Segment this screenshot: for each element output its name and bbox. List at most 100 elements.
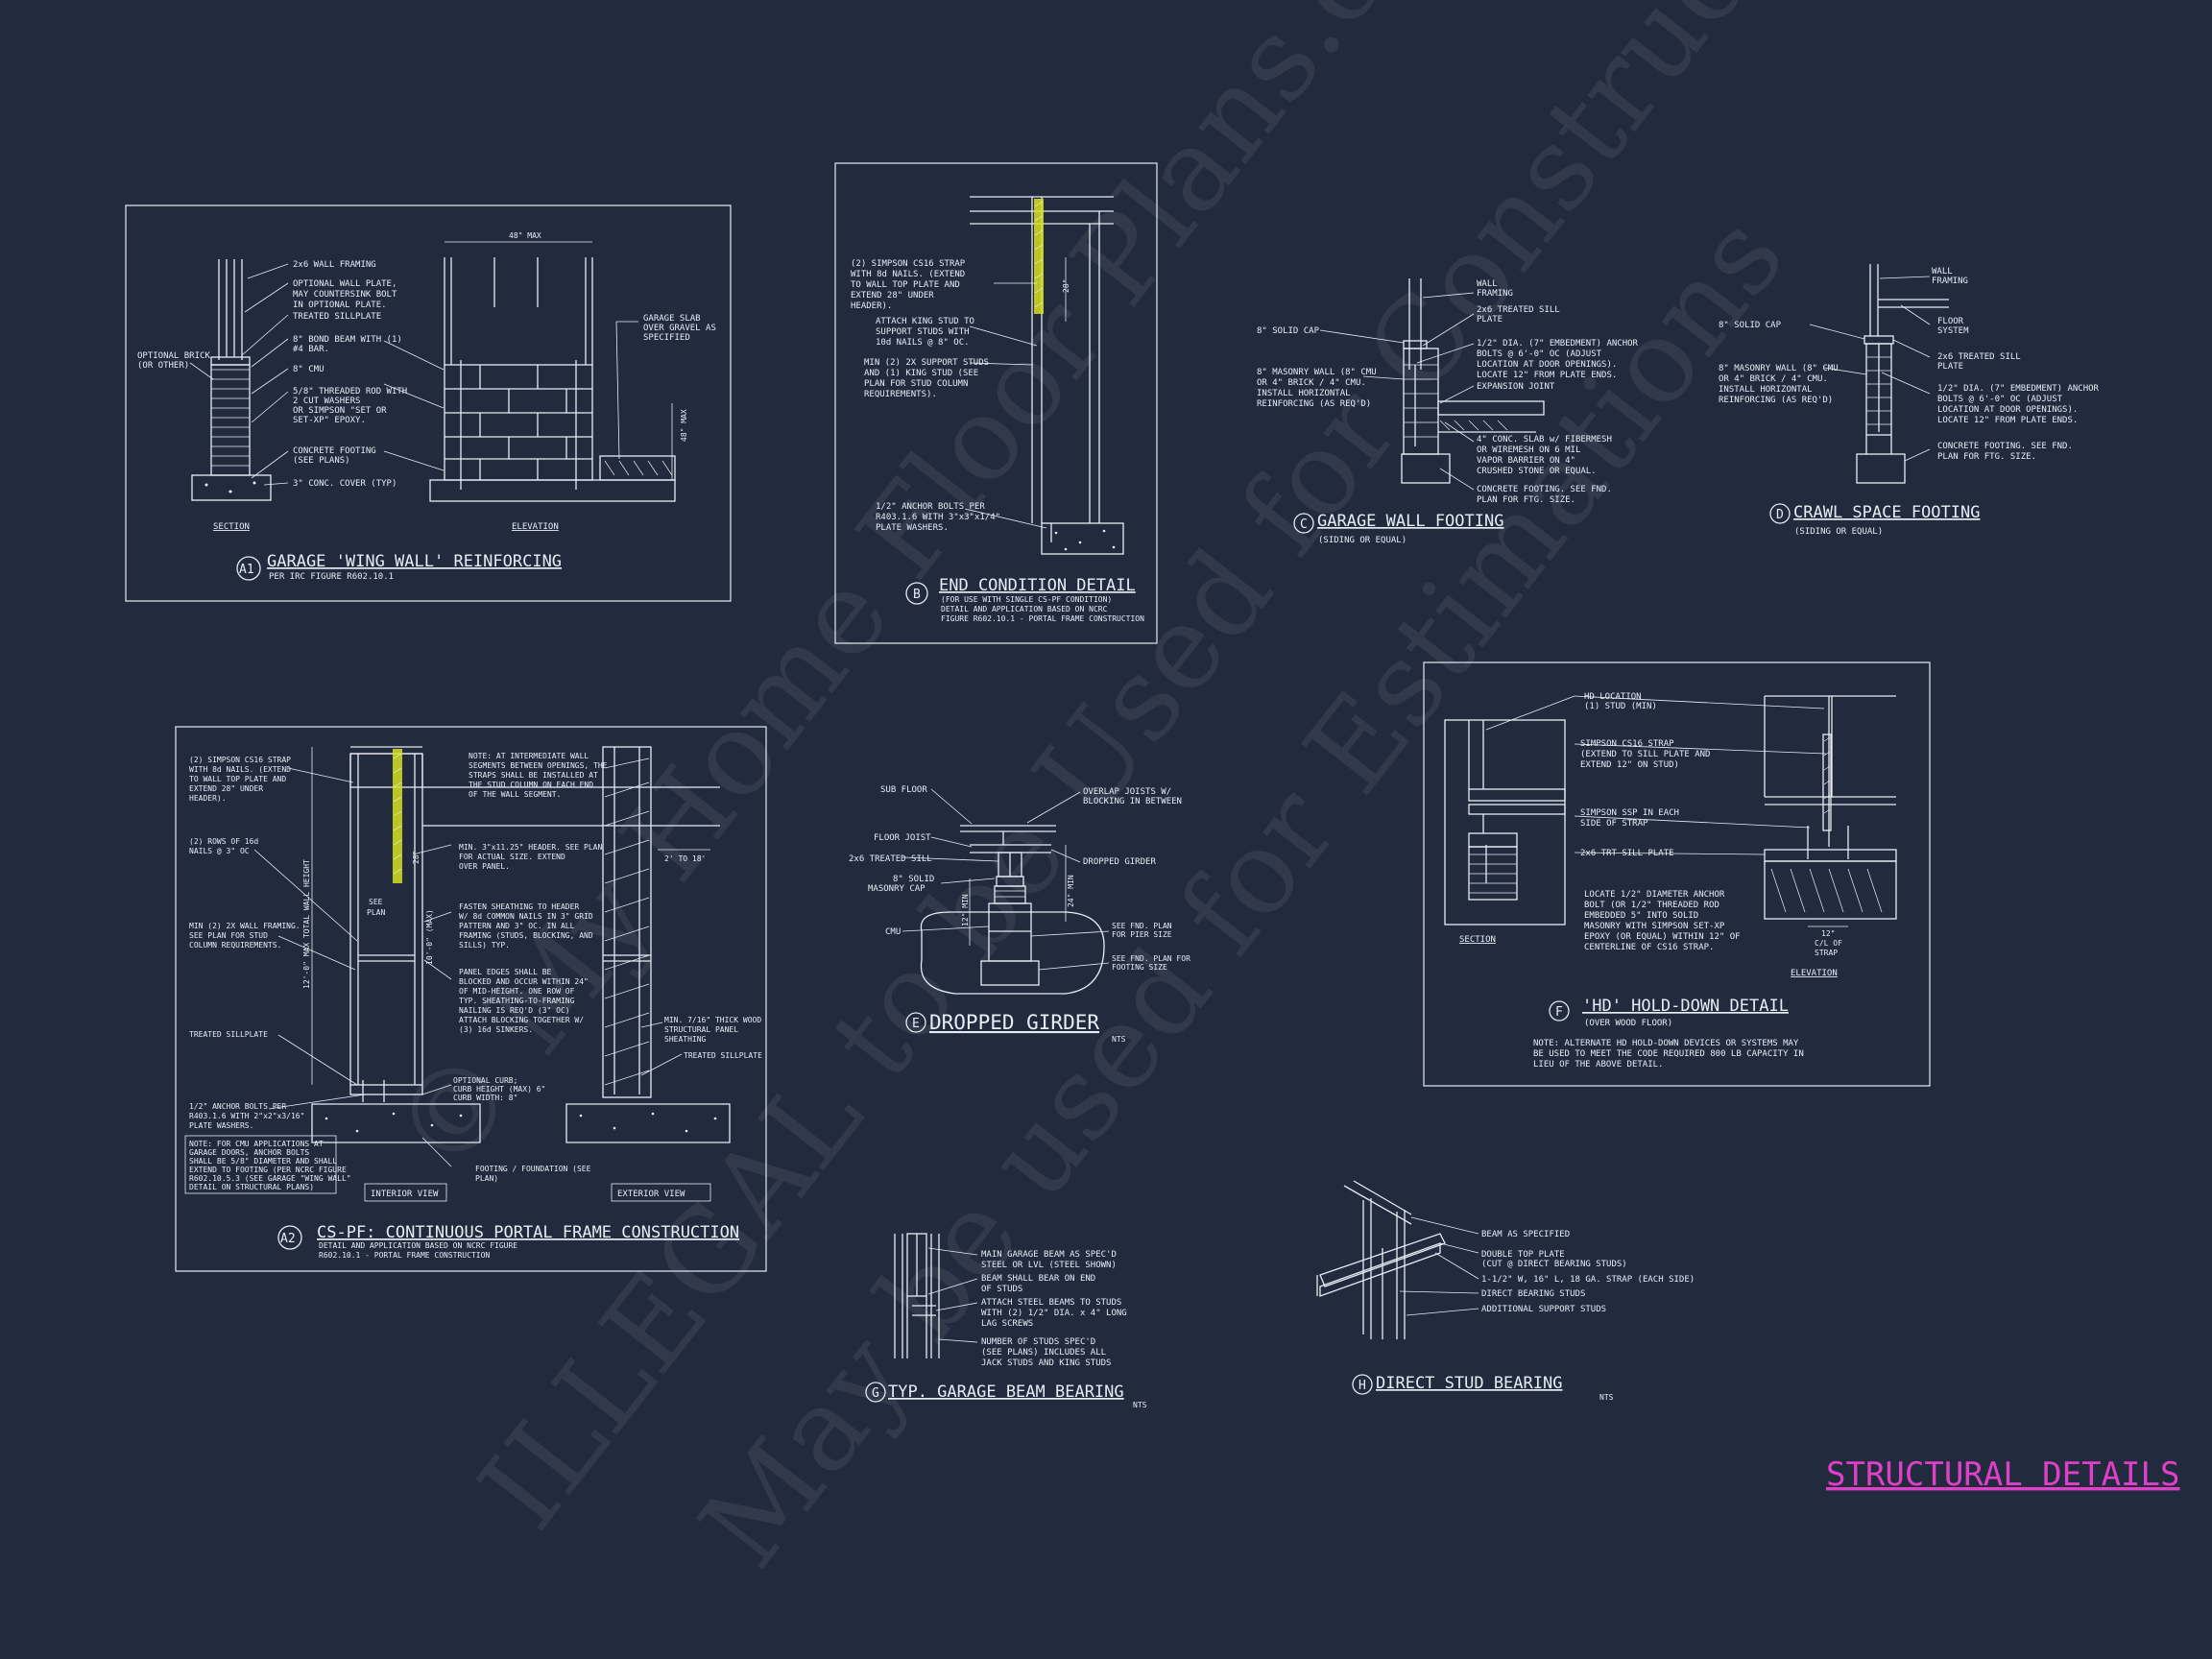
- e-right-0a: OVERLAP JOISTS W/: [1083, 787, 1171, 797]
- e-left-4: CMU: [885, 927, 901, 937]
- detail-h-title: DIRECT STUD BEARING: [1376, 1374, 1562, 1393]
- detail-f-marker-circle: [1549, 1000, 1570, 1022]
- detail-a2-dim-range: 2' TO 18': [664, 854, 706, 863]
- detail-f-section-drawing: [1444, 719, 1566, 926]
- detail-a2-exterior-drawing: 2' TO 18': [422, 746, 731, 1143]
- b-note-3c: PLATE WASHERS.: [876, 523, 949, 533]
- f-strap-label-a: 12": [1821, 929, 1835, 938]
- a2-right-0a: NOTE: AT INTERMEDIATE WALL: [469, 752, 589, 760]
- f-bottom-b: BE USED TO MEET THE CODE REQUIRED 800 LB…: [1533, 1049, 1804, 1059]
- a2-right-0e: OF THE WALL SEGMENT.: [469, 790, 561, 799]
- a2-ext-0a: MIN. 7/16" THICK WOOD: [664, 1016, 761, 1024]
- detail-h-notes: BEAM AS SPECIFIED DOUBLE TOP PLATE (CUT …: [1481, 1230, 1695, 1314]
- detail-b-sub-a: (FOR USE WITH SINGLE CS-PF CONDITION): [941, 595, 1112, 604]
- detail-b-notes: (2) SIMPSON CS16 STRAP WITH 8d NAILS. (E…: [851, 259, 1000, 533]
- d-left-1d: REINFORCING (AS REQ'D): [1719, 396, 1833, 405]
- a2-right-2c: PATTERN AND 3" OC. IN ALL: [459, 922, 575, 930]
- detail-a1-frame: [125, 204, 732, 602]
- a2-box-d: EXTEND TO FOOTING (PER NCRC FIGURE: [189, 1166, 347, 1174]
- a2-right-2e: SILLS) TYP.: [459, 941, 510, 950]
- f-note-0b: (1) STUD (MIN): [1584, 702, 1657, 711]
- a1-left-note-a: OPTIONAL BRICK: [137, 351, 210, 361]
- detail-e-marker-circle: [905, 1012, 926, 1033]
- detail-a2-sub-a: DETAIL AND APPLICATION BASED ON NCRC FIG…: [319, 1241, 517, 1250]
- c-note-3: EXPANSION JOINT: [1477, 382, 1555, 392]
- detail-c-marker-circle: [1293, 513, 1314, 534]
- d-note-3b: BOLTS @ 6'-0" OC (ADJUST: [1937, 395, 2063, 404]
- a2-right-2d: FRAMING (STUDS, BLOCKING, AND: [459, 931, 593, 940]
- a1-note-4: 8" CMU: [293, 365, 325, 374]
- detail-g-drawing: [894, 1233, 940, 1358]
- detail-e-notes: SUB FLOOR FLOOR JOIST 2x6 TREATED SILL 8…: [849, 785, 1190, 972]
- sheet-title: STRUCTURAL DETAILS: [1826, 1455, 2179, 1494]
- a2-right-3d: TYP. SHEATHING-TO-FRAMING: [459, 997, 575, 1005]
- e-right-3b: FOOTING SIZE: [1112, 963, 1167, 972]
- g-note-1b: OF STUDS: [981, 1285, 1022, 1294]
- d-note-3d: LOCATE 12" FROM PLATE ENDS.: [1937, 416, 2078, 425]
- g-note-0b: STEEL OR LVL (STEEL SHOWN): [981, 1261, 1117, 1270]
- f-note-0a: HD LOCATION: [1584, 692, 1642, 702]
- a2-right-2a: FASTEN SHEATHING TO HEADER: [459, 902, 579, 911]
- detail-a2-strap: [393, 749, 402, 883]
- a2-right-5b: PLAN): [475, 1174, 498, 1183]
- f-strap-label-b: C/L OF: [1815, 939, 1842, 948]
- detail-a1-elevation-label: ELEVATION: [512, 522, 559, 532]
- detail-d-marker: D: [1776, 508, 1784, 522]
- b-note-1c: 10d NAILS @ 8" OC.: [876, 338, 970, 348]
- a2-left-0b: WITH 8d NAILS. (EXTEND: [189, 765, 291, 774]
- f-note-2a: SIMPSON SSP IN EACH: [1580, 808, 1679, 818]
- detail-a1-section-label: SECTION: [213, 522, 250, 532]
- a2-ext-0b: STRUCTURAL PANEL: [664, 1025, 738, 1034]
- a1-note-3: 8" BOND BEAM WITH (1): [293, 335, 402, 345]
- e-right-2a: SEE FND. PLAN: [1112, 922, 1172, 930]
- b-note-0a: (2) SIMPSON CS16 STRAP: [851, 259, 966, 269]
- detail-b-dim: 28": [1062, 279, 1070, 293]
- a2-right-3f: ATTACH BLOCKING TOGETHER W/: [459, 1016, 584, 1024]
- c-note-1b: PLATE: [1477, 315, 1503, 325]
- detail-b-strap: [1034, 199, 1044, 314]
- detail-h: BEAM AS SPECIFIED DOUBLE TOP PLATE (CUT …: [1316, 1180, 1695, 1402]
- b-note-0b: WITH 8d NAILS. (EXTEND: [851, 270, 965, 279]
- a2-left-0c: TO WALL TOP PLATE AND: [189, 775, 286, 783]
- detail-a1-elevation-drawing: 48" MAX 48" MAX: [429, 231, 688, 502]
- c-note-1a: 2x6 TREATED SILL: [1477, 305, 1560, 315]
- b-note-3a: 1/2" ANCHOR BOLTS PER: [876, 502, 985, 512]
- detail-e-marker: E: [912, 1017, 920, 1031]
- d-note-4a: CONCRETE FOOTING. SEE FND.: [1937, 442, 2073, 451]
- a1-note-0: 2x6 WALL FRAMING: [293, 260, 376, 270]
- detail-d-drawing: [1856, 264, 1949, 484]
- d-note-2a: 2x6 TREATED SILL: [1937, 352, 2021, 362]
- detail-a2: 12'-0" MAX TOTAL WALL HEIGHT 10'-0" (MAX…: [175, 726, 767, 1272]
- detail-b-marker: B: [913, 588, 921, 602]
- a2-left-0a: (2) SIMPSON CS16 STRAP: [189, 756, 291, 764]
- d-left-1a: 8" MASONRY WALL (8" CMU: [1719, 364, 1839, 373]
- a2-left-1b: NAILS @ 3" OC: [189, 847, 250, 855]
- detail-h-marker-circle: [1352, 1374, 1373, 1395]
- detail-a2-frame: [175, 726, 767, 1272]
- detail-e-nts: NTS: [1112, 1035, 1126, 1044]
- a2-right-3g: (3) 16d SINKERS.: [459, 1025, 533, 1034]
- detail-h-nts: NTS: [1599, 1393, 1614, 1402]
- a1-note-1b: MAY COUNTERSINK BOLT: [293, 290, 397, 300]
- detail-d: WALL FRAMING FLOOR SYSTEM 2x6 TREATED SI…: [1719, 264, 2100, 537]
- b-note-2d: REQUIREMENTS).: [864, 390, 937, 399]
- h-note-4: ADDITIONAL SUPPORT STUDS: [1481, 1305, 1606, 1314]
- detail-g: MAIN GARAGE BEAM AS SPEC'D STEEL OR LVL …: [865, 1233, 1147, 1409]
- detail-a2-dim-header: 10'-0" (MAX): [425, 909, 434, 965]
- a1-right-note-a: GARAGE SLAB: [643, 314, 701, 324]
- d-note-3c: LOCATION AT DOOR OPENINGS).: [1937, 405, 2078, 415]
- c-note-0a: WALL: [1477, 279, 1498, 289]
- detail-a1-dim-top: 48" MAX: [509, 231, 541, 240]
- detail-c: WALL FRAMING 2x6 TREATED SILL PLATE 1/2"…: [1257, 278, 1639, 545]
- h-note-1a: DOUBLE TOP PLATE: [1481, 1250, 1565, 1260]
- detail-f: 12" C/L OF STRAP HD LOCATION (1) STUD (M…: [1423, 661, 1931, 1087]
- detail-g-title: TYP. GARAGE BEAM BEARING: [888, 1382, 1124, 1402]
- detail-a1-title: GARAGE 'WING WALL' REINFORCING: [267, 552, 562, 571]
- detail-a1: 48" MAX 48" MAX 2x6 WALL FRAMING OPTIONA…: [125, 204, 732, 602]
- detail-b-frame: [834, 162, 1158, 644]
- detail-a2-see: SEE: [369, 898, 383, 906]
- a2-right-1b: FOR ACTUAL SIZE. EXTEND: [459, 853, 565, 861]
- a2-exterior-view-box: [611, 1183, 711, 1202]
- e-right-1: DROPPED GIRDER: [1083, 857, 1156, 867]
- b-note-2a: MIN (2) 2X SUPPORT STUDS: [864, 358, 989, 368]
